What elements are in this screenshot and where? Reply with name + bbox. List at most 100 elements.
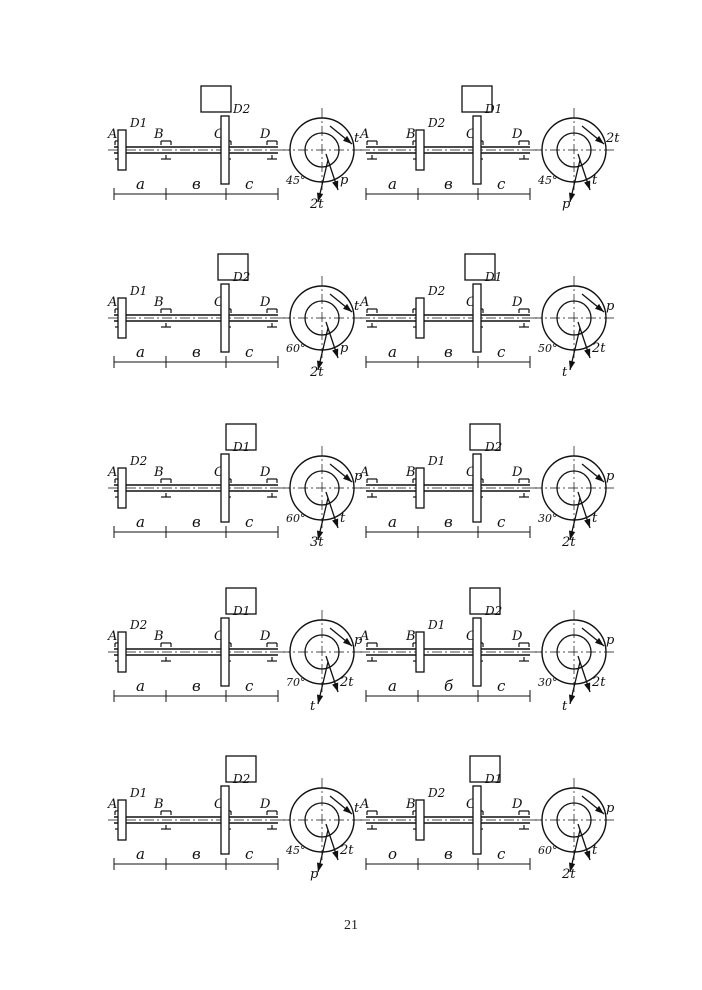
dimension-label: б xyxy=(444,677,454,695)
bearing-support xyxy=(160,810,172,830)
page-number: 21 xyxy=(344,918,358,933)
disk-1 xyxy=(415,129,425,171)
number-frame xyxy=(469,423,501,451)
number-frame xyxy=(225,587,257,615)
disk-label: D2 xyxy=(484,604,502,618)
force-label: p xyxy=(562,197,571,212)
force-arrow-2-head xyxy=(332,348,339,358)
force-arrow-3-head xyxy=(316,530,324,540)
support-label-d: D xyxy=(259,797,271,812)
disk-label: D2 xyxy=(427,116,445,130)
pulley-end-view: t 2t p 45° xyxy=(280,778,364,882)
support-label-a: A xyxy=(359,465,369,480)
variant-number-box xyxy=(469,755,501,783)
bearing-support xyxy=(266,478,278,498)
variant-number-box xyxy=(469,587,501,615)
angle-label: 45° xyxy=(285,174,306,187)
force-arrow-2-head xyxy=(332,682,339,692)
disk-1 xyxy=(117,631,127,673)
disk-2 xyxy=(472,785,482,855)
force-label: t xyxy=(562,365,568,380)
disk-label: D1 xyxy=(484,270,502,284)
dimension-label: c xyxy=(245,845,254,863)
disk-label: D1 xyxy=(129,284,147,298)
number-frame xyxy=(225,423,257,451)
angle-label: 30° xyxy=(538,512,558,525)
force-arrow-3-head xyxy=(568,862,576,872)
dimension-label: c xyxy=(497,343,506,361)
disk-label: D1 xyxy=(232,604,250,618)
force-label: p xyxy=(354,633,363,648)
angle-label: 60° xyxy=(286,512,306,525)
support-label-c: C xyxy=(466,629,476,644)
variant-number-box xyxy=(217,253,249,281)
support-label-a: A xyxy=(359,629,369,644)
angle-label: 30° xyxy=(538,676,558,689)
disk-label: D1 xyxy=(427,618,445,632)
force-arrow-3-head xyxy=(316,862,324,872)
disk-1 xyxy=(117,297,127,339)
number-frame xyxy=(225,755,257,783)
number-frame xyxy=(469,755,501,783)
disk-label: D2 xyxy=(427,786,445,800)
disk-2 xyxy=(472,115,482,185)
dimension-label: c xyxy=(245,343,254,361)
force-arrow-1-head xyxy=(595,637,604,646)
disk-label: D1 xyxy=(232,440,250,454)
disk-label: D1 xyxy=(129,116,147,130)
force-label: 2t xyxy=(605,131,620,146)
bearing-support xyxy=(366,308,378,328)
force-label: 2t xyxy=(339,675,354,690)
force-label: 2t xyxy=(591,675,606,690)
force-label: t xyxy=(592,843,598,858)
dimension-label: c xyxy=(245,513,254,531)
support-label-b: B xyxy=(153,295,164,310)
disk-label: D1 xyxy=(427,454,445,468)
force-label: p xyxy=(606,469,615,484)
support-label-b: B xyxy=(153,127,164,142)
variant-number-box xyxy=(461,85,493,113)
bearing-support xyxy=(160,478,172,498)
angle-label: 50° xyxy=(538,342,558,355)
force-arrow-2-head xyxy=(584,348,591,358)
angle-label: 45° xyxy=(285,844,306,857)
dimension-label: a xyxy=(388,175,397,193)
force-label: 2t xyxy=(339,843,354,858)
variant-number-box xyxy=(225,423,257,451)
force-arrow-1-head xyxy=(343,637,352,646)
support-label-a: A xyxy=(359,797,369,812)
support-label-a: A xyxy=(359,127,369,142)
dimension-label: a xyxy=(388,343,397,361)
support-label-d: D xyxy=(259,127,271,142)
support-label-b: B xyxy=(405,797,416,812)
force-label: p xyxy=(310,867,319,882)
dimension-label: в xyxy=(192,677,201,695)
support-label-b: B xyxy=(405,465,416,480)
bearing-support xyxy=(518,642,530,662)
dimension-label: в xyxy=(192,175,201,193)
support-label-a: A xyxy=(107,295,117,310)
support-label-c: C xyxy=(214,797,224,812)
support-label-d: D xyxy=(511,127,523,142)
dimension-label: c xyxy=(497,677,506,695)
force-label: t xyxy=(340,511,346,526)
force-arrow-2-head xyxy=(584,682,591,692)
bearing-support xyxy=(366,478,378,498)
dimension-label: c xyxy=(245,175,254,193)
force-label: t xyxy=(354,299,360,314)
force-arrow-1-head xyxy=(595,473,604,482)
force-label: t xyxy=(592,173,598,188)
force-label: t xyxy=(562,699,568,714)
force-label: t xyxy=(354,801,360,816)
